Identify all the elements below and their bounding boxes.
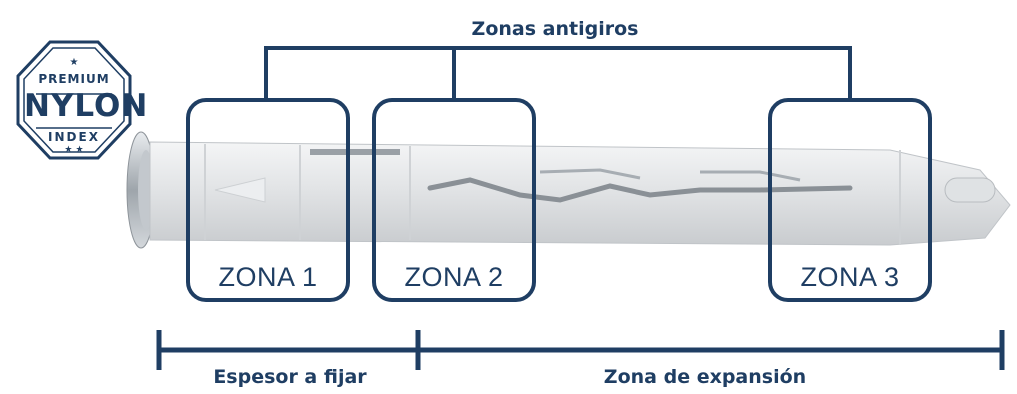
premium-nylon-badge-shape (16, 40, 132, 160)
zones-title: Zonas antigiros (471, 18, 639, 40)
badge-nylon-text: NYLON (24, 88, 149, 124)
dimension-line (156, 330, 1005, 370)
badge-star-bottom: ★ ★ (64, 145, 84, 155)
zone-2-label: ZONA 2 (404, 262, 504, 292)
thickness-label: Espesor a fijar (213, 366, 367, 388)
zones-bracket (264, 46, 852, 100)
expansion-zone-label: Zona de expansión (603, 366, 807, 388)
zone-3-label: ZONA 3 (800, 262, 900, 292)
zone-1-label: ZONA 1 (218, 262, 318, 292)
badge-index-text: INDEX (48, 130, 100, 144)
plug-body (149, 141, 1011, 246)
badge-premium-text: PREMIUM (38, 72, 110, 86)
badge-star-top: ★ (69, 57, 79, 68)
